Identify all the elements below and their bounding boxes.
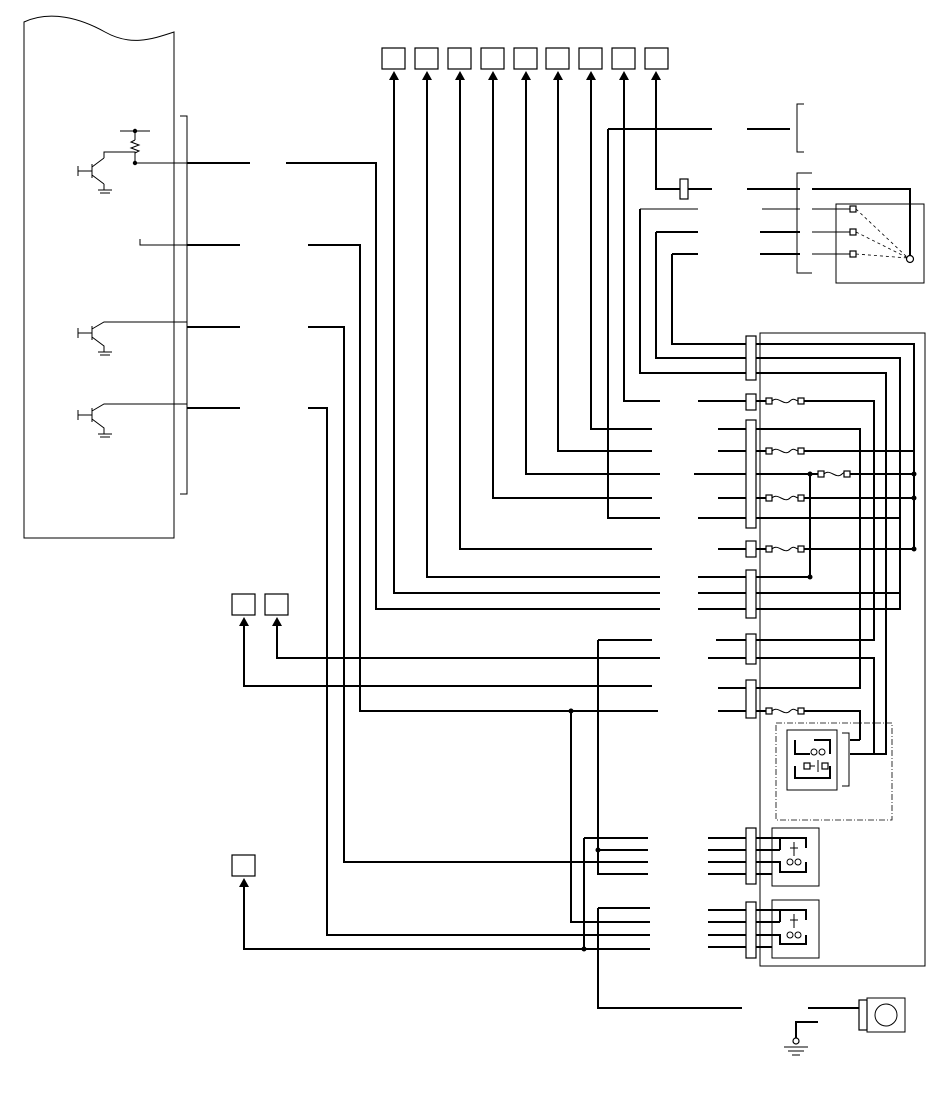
fuse-icon [765, 494, 805, 502]
junction-block [759, 332, 926, 967]
transistor-icon [77, 403, 187, 438]
relay-icon [775, 722, 893, 821]
transistor-icon [77, 321, 187, 356]
fuse-icon [817, 470, 851, 478]
connector-icon [745, 335, 757, 959]
fuse-icon [765, 545, 805, 553]
terminal-box-lower [231, 854, 256, 887]
fuse-icon [765, 397, 805, 405]
sensor-icon [812, 188, 925, 284]
switch-icon [795, 997, 906, 1038]
relay-icon [756, 827, 820, 887]
control-module [23, 15, 188, 539]
fuse-icon [765, 707, 805, 715]
terminal-box-row-top [381, 47, 669, 70]
arrow-up-icon [389, 71, 661, 80]
module-terminal [139, 239, 187, 246]
ground-icon [784, 1037, 808, 1056]
transistor-icon [77, 128, 187, 194]
relay-icon [756, 899, 820, 959]
connector-icon [679, 178, 689, 200]
fuse-icon [765, 447, 805, 455]
terminal-box-row-middle [231, 593, 289, 626]
